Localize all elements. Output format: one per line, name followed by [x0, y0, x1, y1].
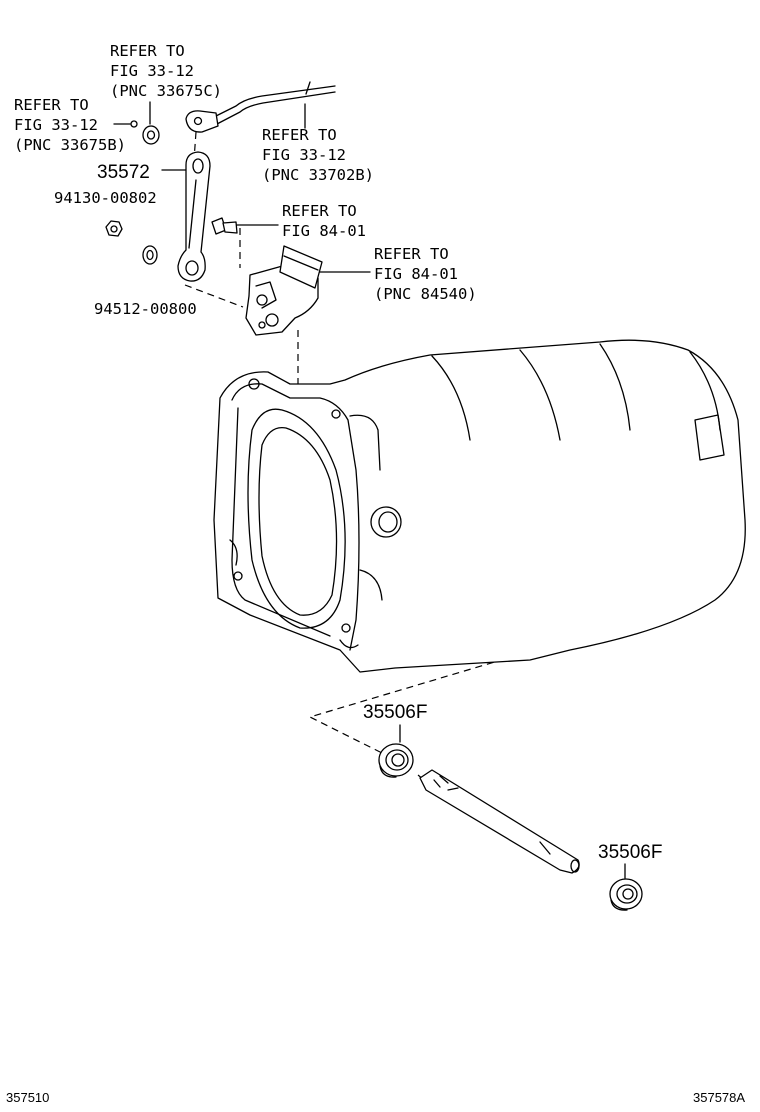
nut-part[interactable]	[105, 220, 123, 237]
callout-line: REFER TO	[262, 126, 337, 144]
part-number-washer[interactable]: 94512-00800	[94, 300, 197, 318]
callout-line: (PNC 84540)	[374, 285, 477, 303]
control-rod[interactable]	[185, 81, 336, 133]
oil-seal-upper[interactable]	[378, 743, 414, 778]
callout-line: REFER TO	[14, 96, 89, 114]
callout-line: REFER TO	[110, 42, 185, 60]
callout-refer-33675b: REFER TO FIG 33-12 (PNC 33675B)	[14, 96, 126, 154]
callout-line: FIG 84-01	[282, 222, 366, 240]
callout-line: (PNC 33702B)	[262, 166, 374, 184]
callout-refer-33702b: REFER TO FIG 33-12 (PNC 33702B)	[262, 126, 374, 184]
part-number-lever[interactable]: 35572	[97, 162, 150, 183]
part-number-seal-lower[interactable]: 35506F	[598, 842, 662, 863]
part-number-seal-upper[interactable]: 35506F	[363, 702, 427, 723]
transmission-case	[213, 339, 746, 673]
callout-line: FIG 84-01	[374, 265, 458, 283]
neutral-start-switch[interactable]	[245, 245, 323, 336]
oil-seal-lower[interactable]	[609, 878, 643, 911]
figure-code-right: 357578A	[693, 1090, 745, 1105]
figure-code-left: 357510	[6, 1090, 49, 1105]
callout-line: FIG 33-12	[14, 116, 98, 134]
callout-refer-33675c: REFER TO FIG 33-12 (PNC 33675C)	[110, 42, 222, 100]
callout-refer-84540: REFER TO FIG 84-01 (PNC 84540)	[374, 245, 477, 303]
part-number-nut[interactable]: 94130-00802	[54, 189, 157, 207]
callout-line: (PNC 33675C)	[110, 82, 222, 100]
callout-refer-fig-84-01: REFER TO FIG 84-01	[282, 202, 366, 240]
callout-line: (PNC 33675B)	[14, 136, 126, 154]
shaft-part[interactable]	[419, 769, 580, 874]
callout-line: REFER TO	[374, 245, 449, 263]
washer-part[interactable]	[142, 245, 158, 265]
callout-line: REFER TO	[282, 202, 357, 220]
bolt-part[interactable]	[211, 217, 238, 235]
callout-line: FIG 33-12	[110, 62, 194, 80]
bushing-part[interactable]	[142, 125, 160, 145]
lever-part[interactable]	[177, 151, 211, 282]
callout-line: FIG 33-12	[262, 146, 346, 164]
